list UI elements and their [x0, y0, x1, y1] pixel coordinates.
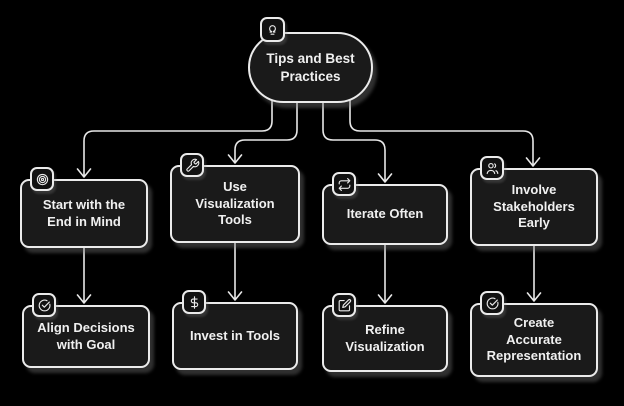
repeat-icon: [332, 172, 356, 196]
node-label: Involve Stakeholders Early: [493, 182, 575, 231]
edge-root-to-start-with-end: [76, 99, 273, 178]
node-use-visualization-tools: Use Visualization Tools: [170, 153, 300, 243]
edge-root-to-iterate-often: [322, 99, 393, 183]
node-involve-stakeholders-early: Involve Stakeholders Early: [470, 156, 598, 246]
target-icon: [30, 167, 54, 191]
node-label: Create Accurate Representation: [486, 315, 582, 364]
edge-use-tools-to-invest: [227, 242, 243, 301]
node-refine-visualization: Refine Visualization: [322, 293, 448, 372]
circle-check-icon: [480, 291, 504, 315]
wrench-icon: [180, 153, 204, 177]
node-start-with-the-end-in-mind: Start with the End in Mind: [20, 167, 148, 248]
users-icon: [480, 156, 504, 180]
edge-root-to-involve-stakeholders: [349, 99, 541, 167]
edge-iterate-to-refine: [377, 244, 393, 304]
node-label: Start with the End in Mind: [42, 196, 126, 229]
edge-start-to-align-decisions: [76, 247, 92, 304]
node-align-decisions-with-goal: Align Decisions with Goal: [22, 293, 150, 368]
node-label: Align Decisions with Goal: [37, 319, 135, 352]
lightbulb-icon: [260, 17, 285, 42]
circle-check-icon: [32, 293, 56, 317]
node-label: Use Visualization Tools: [195, 179, 275, 228]
node-label: Invest in Tools: [189, 327, 281, 343]
edge-root-to-use-visualization-tools: [227, 99, 298, 164]
dollar-icon: [182, 290, 206, 314]
node-create-accurate-representation: Create Accurate Representation: [470, 291, 598, 377]
node-tips-and-best-practices: Tips and Best Practices: [248, 17, 373, 103]
node-label: Tips and Best Practices: [266, 51, 355, 84]
node-invest-in-tools: Invest in Tools: [172, 290, 298, 370]
edit-icon: [332, 293, 356, 317]
node-label: Iterate Often: [346, 206, 424, 222]
node-label: Refine Visualization: [345, 321, 425, 354]
node-iterate-often: Iterate Often: [322, 172, 448, 245]
edge-involve-to-create: [526, 245, 542, 302]
